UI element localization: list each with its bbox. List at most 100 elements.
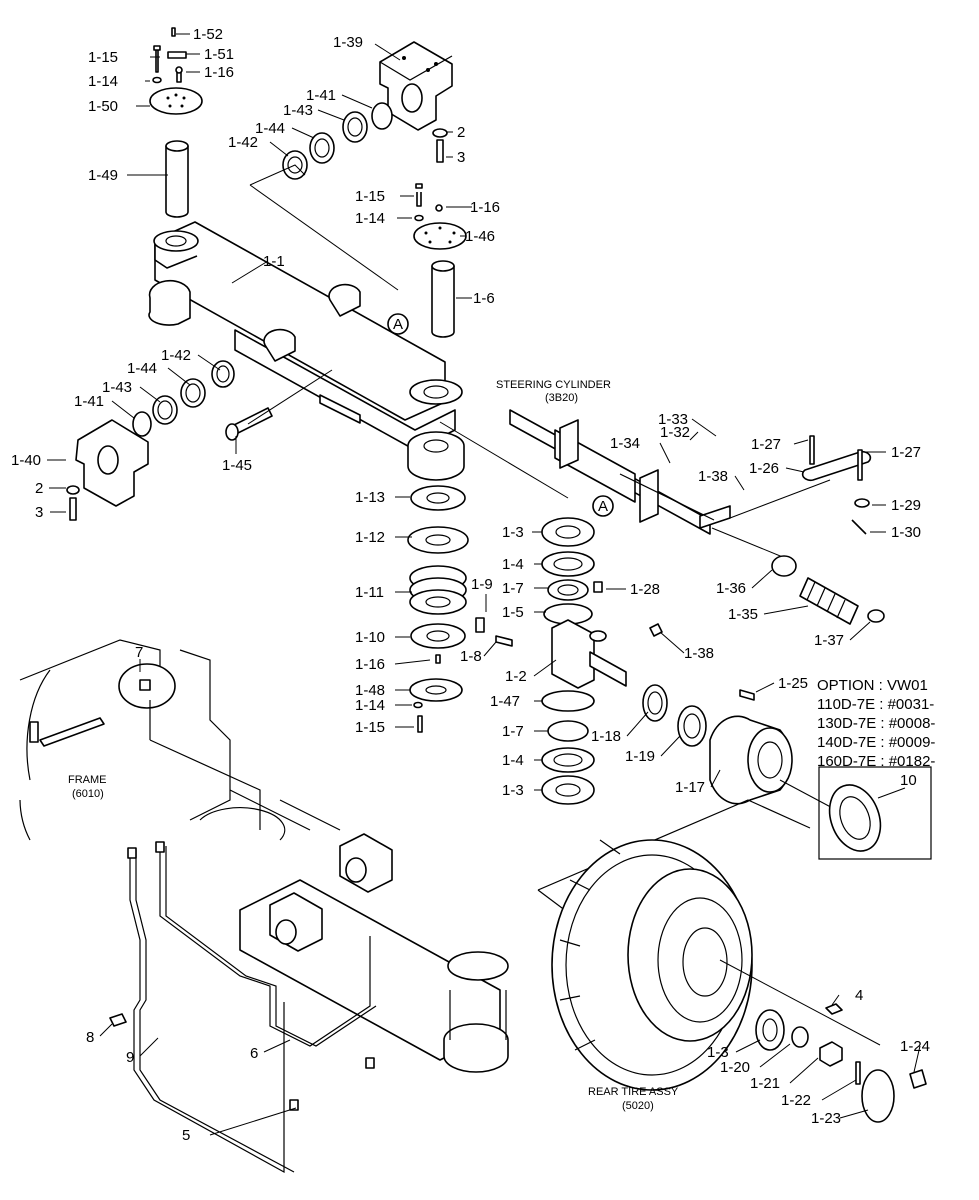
callout-1-7: 1-7 (502, 723, 524, 740)
callout-1-15: 1-15 (88, 49, 118, 66)
callout-1-3: 1-3 (502, 524, 524, 541)
callout-1-3: 1-3 (707, 1044, 729, 1061)
king-pin-upper (165, 140, 189, 218)
option-line-2: 130D-7E : #0008- (817, 715, 935, 732)
callout-1-9: 1-9 (471, 576, 493, 593)
axle-bracket-lower (66, 419, 149, 521)
frame-outline (19, 639, 341, 841)
callout-10: 10 (900, 772, 917, 789)
callout-1-33: 1-33 (658, 411, 688, 428)
option-title: OPTION : VW01 (817, 677, 928, 694)
callout-1-17: 1-17 (675, 779, 705, 796)
link-1-26 (801, 435, 872, 535)
callout-1-40: 1-40 (11, 452, 41, 469)
bolt-1-45 (225, 407, 273, 441)
axle-bracket-upper (379, 41, 453, 131)
hub-parts (642, 684, 841, 813)
callout-1-39: 1-39 (333, 34, 363, 51)
callout-1-5: 1-5 (502, 604, 524, 621)
frame-note: FRAME (68, 774, 107, 786)
callout-6: 6 (250, 1045, 258, 1062)
callout-1-22: 1-22 (781, 1092, 811, 1109)
knuckle-stack (407, 421, 569, 733)
callout-7: 7 (135, 644, 143, 661)
callout-1-38: 1-38 (684, 645, 714, 662)
rear-tire-ref: (5020) (622, 1100, 654, 1112)
callout-1-43: 1-43 (102, 379, 132, 396)
marker-a-lower: A (592, 495, 614, 517)
callout-1-44: 1-44 (127, 360, 157, 377)
callout-1-26: 1-26 (749, 460, 779, 477)
callout-1-41: 1-41 (306, 87, 336, 104)
frame-ref: (6010) (72, 788, 104, 800)
rear-tire-note: REAR TIRE ASSY (588, 1086, 679, 1098)
callout-1-16: 1-16 (355, 656, 385, 673)
option-shield-10 (818, 766, 932, 860)
callout-1-11: 1-11 (355, 584, 384, 601)
callout-1-3: 1-3 (502, 782, 524, 799)
callout-1-51: 1-51 (204, 46, 234, 63)
callout-2: 2 (457, 124, 465, 141)
callout-1-16: 1-16 (470, 199, 500, 216)
callout-1-32: 1-32 (660, 424, 690, 441)
callout-1-42: 1-42 (228, 134, 258, 151)
callout-1-37: 1-37 (814, 632, 844, 649)
callout-3: 3 (35, 504, 43, 521)
callout-3: 3 (457, 149, 465, 166)
callout-1-20: 1-20 (720, 1059, 750, 1076)
notes: STEERING CYLINDER (3B20) FRAME (6010) RE… (68, 379, 679, 1112)
callout-1-28: 1-28 (630, 581, 660, 598)
option-block: OPTION : VW01 110D-7E : #0031- 130D-7E :… (817, 677, 935, 770)
steering-cylinder (509, 409, 831, 561)
boot-1-35 (771, 555, 885, 625)
callout-1-52: 1-52 (193, 26, 223, 43)
callout-1-14: 1-14 (88, 73, 118, 90)
callout-1-4: 1-4 (502, 556, 524, 573)
callout-1-48: 1-48 (355, 682, 385, 699)
steer-axle-body (148, 221, 465, 481)
callout-1-23: 1-23 (811, 1110, 841, 1127)
rear-tire (537, 799, 881, 1091)
steering-cylinder-note: STEERING CYLINDER (496, 379, 611, 391)
callout-1-8: 1-8 (460, 648, 482, 665)
callout-1-38: 1-38 (698, 468, 728, 485)
leader-lines (47, 33, 921, 1136)
callout-1-25: 1-25 (778, 675, 808, 692)
callout-1-15: 1-15 (355, 719, 385, 736)
callout-1-41: 1-41 (74, 393, 104, 410)
king-pin-right (431, 260, 455, 338)
brake-lines (109, 841, 377, 1174)
callout-1-44: 1-44 (255, 120, 285, 137)
callout-1-29: 1-29 (891, 497, 921, 514)
callout-1-50: 1-50 (88, 98, 118, 115)
marker-a-lower-label: A (598, 498, 608, 515)
callout-1-6: 1-6 (473, 290, 495, 307)
callout-1-13: 1-13 (355, 489, 385, 506)
callout-1-21: 1-21 (750, 1075, 780, 1092)
bushing-stack-upper (282, 102, 448, 180)
callout-8: 8 (86, 1029, 94, 1046)
callout-labels: 1-52 1-15 1-51 1-14 1-16 1-50 1-49 1-39 … (11, 26, 930, 1144)
callout-1-49: 1-49 (88, 167, 118, 184)
callout-1-45: 1-45 (222, 457, 252, 474)
callout-1-35: 1-35 (728, 606, 758, 623)
option-line-3: 140D-7E : #0009- (817, 734, 935, 751)
option-line-4: 160D-7E : #0182- (817, 753, 935, 770)
callout-9: 9 (126, 1049, 134, 1066)
steering-cylinder-ref: (3B20) (545, 392, 578, 404)
callout-1-7: 1-7 (502, 580, 524, 597)
callout-1-42: 1-42 (161, 347, 191, 364)
callout-1-4: 1-4 (502, 752, 524, 769)
callout-1-24: 1-24 (900, 1038, 930, 1055)
callout-1-30: 1-30 (891, 524, 921, 541)
callout-1-14: 1-14 (355, 210, 385, 227)
marker-a-upper: A (387, 313, 409, 335)
tire-hardware (755, 1003, 927, 1123)
option-line-1: 110D-7E : #0031- (817, 696, 934, 713)
callout-1-34: 1-34 (610, 435, 640, 452)
callout-1-15: 1-15 (355, 188, 385, 205)
callout-1-1: 1-1 (263, 253, 285, 270)
callout-1-12: 1-12 (355, 529, 385, 546)
callout-4: 4 (855, 987, 863, 1004)
